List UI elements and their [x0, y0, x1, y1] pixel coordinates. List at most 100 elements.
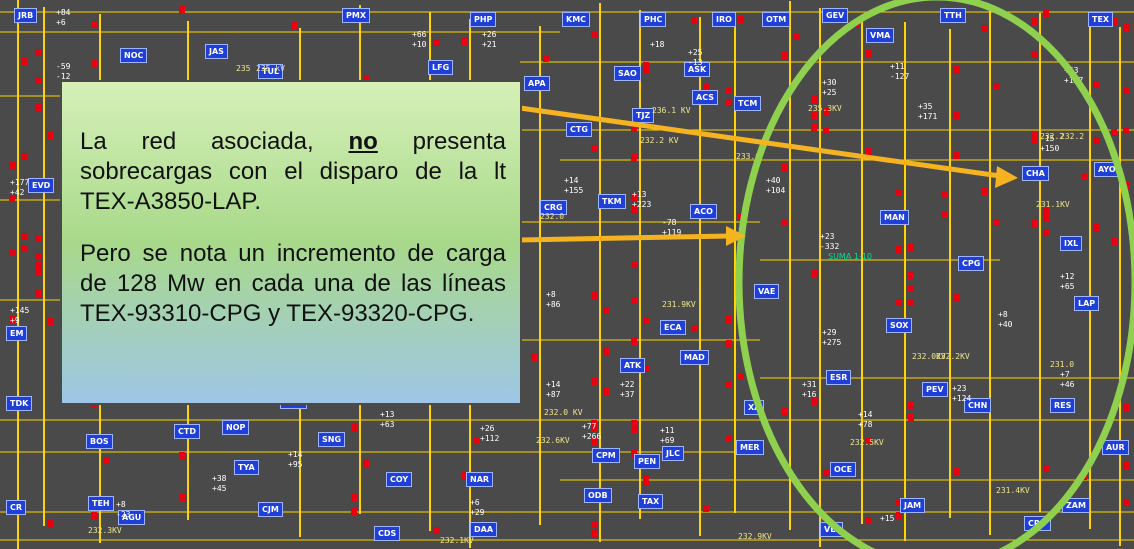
station-label[interactable]: TKM: [598, 194, 626, 209]
station-label[interactable]: COY: [386, 472, 413, 487]
flow-value: +30: [822, 78, 837, 87]
station-label[interactable]: JLC: [662, 446, 684, 461]
breaker: [47, 520, 53, 527]
station-label[interactable]: ODB: [584, 488, 612, 503]
station-label[interactable]: TYA: [234, 460, 259, 475]
station-label[interactable]: VEI: [820, 522, 843, 537]
station-label[interactable]: CRG: [540, 200, 567, 215]
flow-value: +171: [918, 112, 938, 121]
station-label[interactable]: CJM: [258, 502, 283, 517]
station-label[interactable]: IXL: [1060, 236, 1083, 251]
station-label[interactable]: ACO: [690, 204, 717, 219]
breaker: [1043, 208, 1049, 215]
station-label[interactable]: JAS: [205, 44, 228, 59]
station-label[interactable]: ATK: [620, 358, 646, 373]
kv-label: 235 kV: [256, 64, 285, 73]
station-label[interactable]: CPG: [958, 256, 985, 271]
breaker: [603, 348, 609, 355]
station-label[interactable]: PEN: [634, 454, 661, 469]
station-label[interactable]: ESR: [826, 370, 852, 385]
flow-value: -127: [890, 72, 910, 81]
station-label[interactable]: TCM: [734, 96, 762, 111]
breaker: [591, 438, 597, 445]
station-label[interactable]: TEH: [88, 496, 114, 511]
station-label[interactable]: JRB: [14, 8, 38, 23]
flow-value: +104: [766, 186, 786, 195]
flow-value: +119: [662, 228, 682, 237]
station-label[interactable]: CTG: [566, 122, 592, 137]
station-label[interactable]: VMA: [866, 28, 895, 43]
station-label[interactable]: PHP: [470, 12, 497, 27]
station-label[interactable]: AGU: [118, 510, 146, 525]
breaker: [738, 16, 744, 23]
station-label[interactable]: JAM: [900, 498, 926, 513]
breaker: [179, 494, 185, 501]
flow-value: +8: [546, 290, 556, 299]
station-label[interactable]: GEV: [822, 8, 849, 23]
station-label[interactable]: EVD: [28, 178, 55, 193]
breaker: [781, 219, 787, 226]
station-label[interactable]: NAR: [466, 472, 494, 487]
station-label[interactable]: NOP: [222, 420, 250, 435]
station-label[interactable]: CR: [6, 500, 27, 515]
station-label[interactable]: OTM: [762, 12, 791, 27]
station-label[interactable]: PMX: [342, 8, 370, 23]
station-label[interactable]: TUL: [258, 64, 284, 79]
flow-value: +13: [632, 190, 647, 199]
kv-label: 235.3KV: [808, 104, 842, 113]
flow-value: -13: [688, 58, 703, 67]
breaker: [908, 414, 914, 421]
station-label[interactable]: CDS: [374, 526, 401, 541]
station-label[interactable]: ECA: [660, 320, 686, 335]
station-label[interactable]: SOX: [886, 318, 913, 333]
breaker: [941, 211, 947, 218]
station-label[interactable]: SNG: [318, 432, 346, 447]
callout-p1-end: presenta sobrecargas con el disparo de l…: [80, 128, 506, 215]
station-label[interactable]: CTD: [174, 424, 200, 439]
breaker: [591, 31, 597, 38]
station-label[interactable]: TTH: [940, 8, 966, 23]
station-label[interactable]: TJZ: [632, 108, 655, 123]
station-label[interactable]: LAP: [1074, 296, 1100, 311]
station-label[interactable]: CPM: [592, 448, 620, 463]
station-label[interactable]: DAA: [470, 522, 498, 537]
station-label[interactable]: CHA: [1022, 166, 1049, 181]
station-label[interactable]: AUR: [1102, 440, 1129, 455]
station-label[interactable]: TEX: [1088, 12, 1114, 27]
breaker: [981, 188, 987, 195]
flow-value: +46: [1060, 380, 1075, 389]
station-label[interactable]: MAN: [880, 210, 909, 225]
station-label[interactable]: KMC: [562, 12, 591, 27]
station-label[interactable]: MER: [736, 440, 764, 455]
station-label[interactable]: MAD: [680, 350, 709, 365]
station-label[interactable]: APA: [524, 76, 550, 91]
station-label[interactable]: OCE: [830, 462, 857, 477]
station-label[interactable]: ASK: [684, 62, 711, 77]
breaker: [1123, 499, 1129, 506]
station-label[interactable]: RES: [1050, 398, 1076, 413]
station-label[interactable]: BOS: [86, 434, 113, 449]
flow-value: +16: [802, 390, 817, 399]
breaker: [91, 21, 97, 28]
flow-value: +40: [998, 320, 1013, 329]
station-label[interactable]: SAO: [614, 66, 641, 81]
station-label[interactable]: TDK: [6, 396, 33, 411]
kv-label: 231.1KV: [1036, 200, 1070, 209]
station-label[interactable]: PEV: [922, 382, 948, 397]
flow-value: -59: [56, 62, 71, 71]
station-label[interactable]: TAX: [638, 494, 664, 509]
station-label[interactable]: AYO: [1094, 162, 1120, 177]
station-label[interactable]: XA: [744, 400, 765, 415]
station-label[interactable]: LFG: [428, 60, 454, 75]
callout-emphasis: no: [348, 128, 378, 155]
station-label[interactable]: VAE: [754, 284, 780, 299]
station-label[interactable]: PHC: [640, 12, 667, 27]
station-label[interactable]: IRO: [712, 12, 736, 27]
breaker: [726, 87, 732, 94]
flow-value: +14: [546, 380, 561, 389]
station-label[interactable]: CRU: [1024, 516, 1051, 531]
station-label[interactable]: EM: [6, 326, 28, 341]
station-label[interactable]: NOC: [120, 48, 148, 63]
station-label[interactable]: ACS: [692, 90, 718, 105]
station-label[interactable]: ZAM: [1062, 498, 1090, 513]
